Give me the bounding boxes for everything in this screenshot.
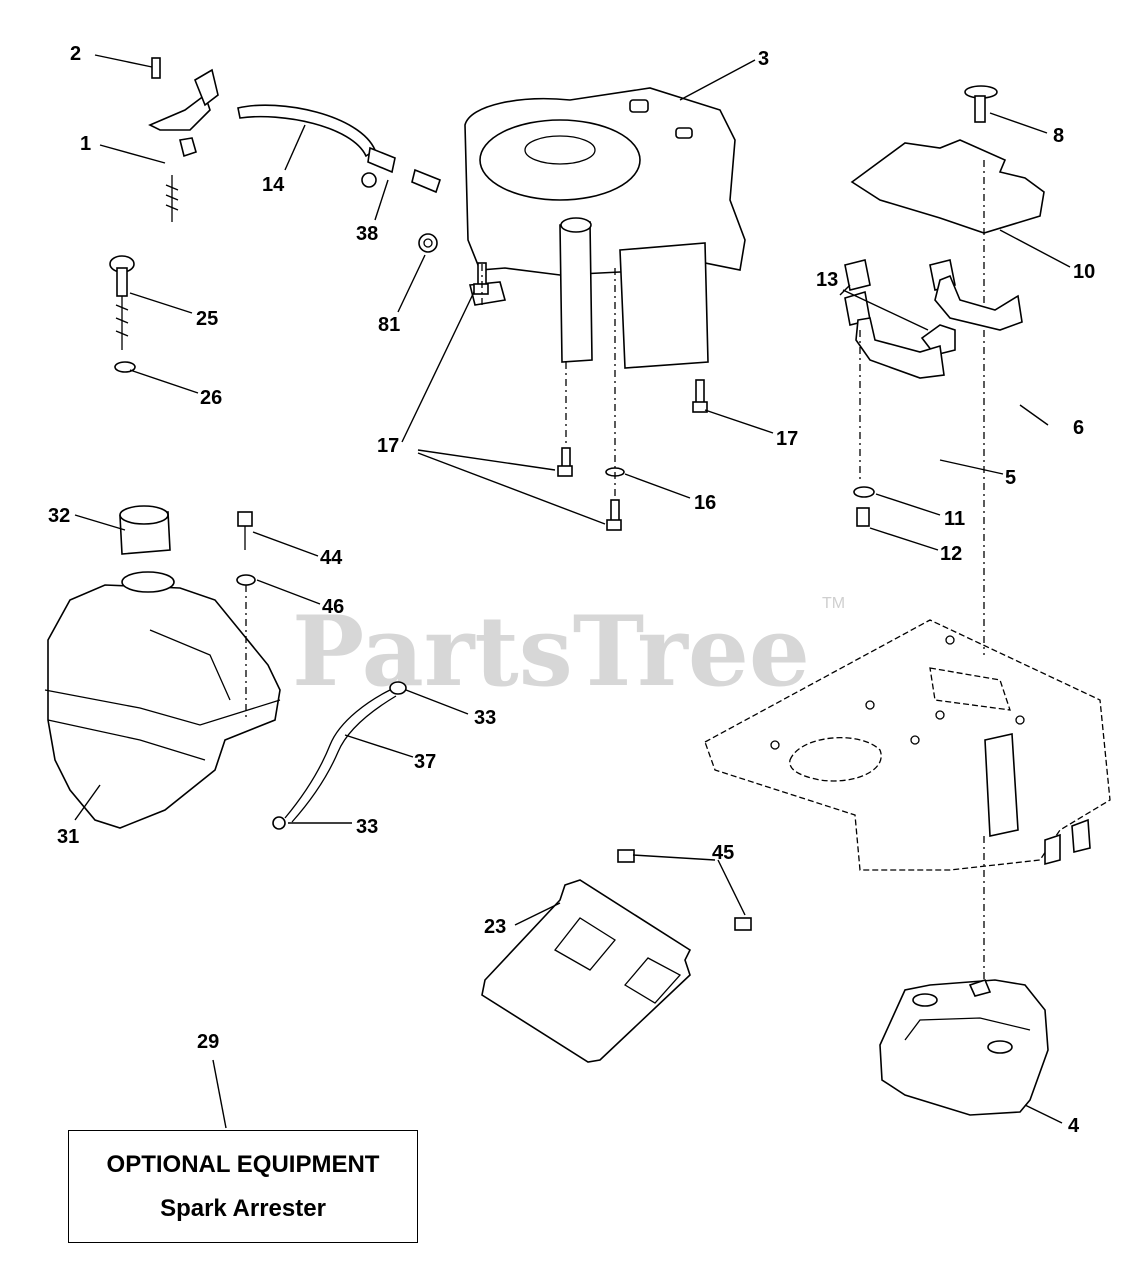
- callout-5: 5: [1005, 467, 1016, 489]
- callout-32: 32: [48, 505, 70, 527]
- callout-2: 2: [70, 43, 81, 65]
- part-exhaust: [844, 259, 1023, 527]
- optional-equipment-item: Spark Arrester: [160, 1195, 326, 1222]
- callout-81: 81: [378, 314, 400, 336]
- callout-37: 37: [414, 751, 436, 773]
- callout-45: 45: [712, 842, 734, 864]
- part-engine-bolts: [473, 262, 708, 531]
- optional-equipment-box: OPTIONAL EQUIPMENT Spark Arrester: [68, 1130, 418, 1243]
- part-mounting-plate: [481, 849, 752, 1063]
- callout-8: 8: [1053, 125, 1064, 147]
- watermark-tm: TM: [822, 595, 845, 612]
- callout-labels: 2 1 3 8 10 14 38 81 25 26 17 17 16 13 6 …: [48, 43, 1095, 1137]
- callout-6: 6: [1073, 417, 1084, 439]
- callout-44: 44: [320, 547, 343, 569]
- part-fuel-tank: [44, 505, 281, 829]
- part-fuel-hose: [272, 681, 407, 830]
- part-heat-shield: [850, 85, 1045, 655]
- optional-equipment-title: OPTIONAL EQUIPMENT: [106, 1151, 380, 1178]
- part-nut: [418, 233, 438, 253]
- callout-11: 11: [944, 508, 965, 530]
- callout-1: 1: [80, 133, 91, 155]
- part-muffler: [879, 979, 1049, 1116]
- callout-38: 38: [356, 223, 378, 245]
- watermark-text: PartsTree: [292, 595, 810, 708]
- callout-25: 25: [196, 308, 218, 330]
- part-choke: [109, 255, 136, 373]
- leader-lines: [74, 54, 1071, 1129]
- callout-33-top: 33: [474, 707, 496, 729]
- callout-31: 31: [57, 826, 79, 848]
- callout-14: 14: [262, 174, 285, 196]
- part-tank-bolt: [236, 511, 256, 720]
- callout-23: 23: [484, 916, 506, 938]
- part-fuel-line: [237, 104, 441, 194]
- callout-10: 10: [1073, 261, 1095, 283]
- callout-4: 4: [1068, 1115, 1080, 1137]
- part-throttle-bracket: [148, 57, 219, 222]
- callout-12: 12: [940, 543, 962, 565]
- callout-13: 13: [816, 269, 838, 291]
- callout-16: 16: [694, 492, 716, 514]
- part-frame: [704, 619, 1111, 980]
- callout-33-bottom: 33: [356, 816, 378, 838]
- callout-29: 29: [197, 1031, 219, 1053]
- callout-17-right: 17: [776, 428, 798, 450]
- callout-46: 46: [322, 596, 344, 618]
- part-engine: [464, 87, 746, 369]
- callout-26: 26: [200, 387, 222, 409]
- callout-17-left: 17: [377, 435, 399, 457]
- callout-3: 3: [758, 48, 769, 70]
